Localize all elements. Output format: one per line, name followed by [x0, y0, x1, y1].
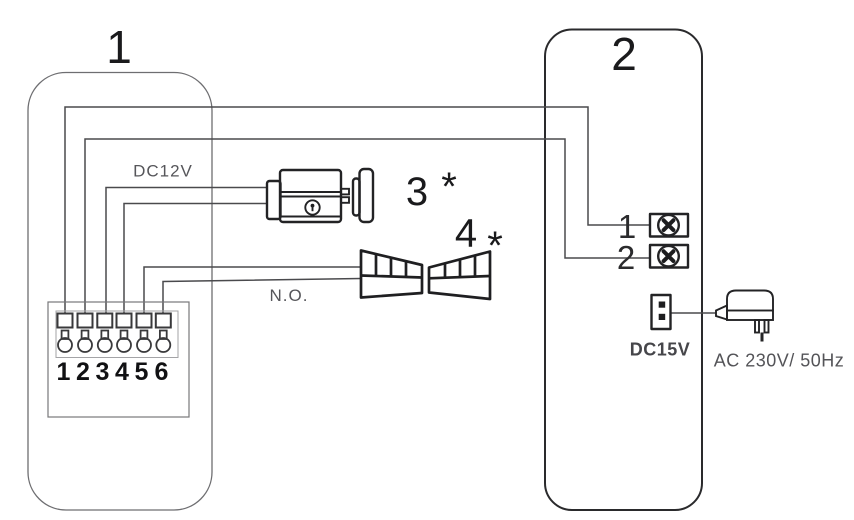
device2-door-station-outline: [544, 28, 703, 511]
terminal-clamp-4: [115, 312, 133, 329]
screw-head: [657, 213, 681, 237]
terminal-number-5: 5: [135, 358, 149, 386]
item4-asterisk: *: [487, 224, 503, 268]
gate-right-wing: [427, 250, 492, 301]
dc12v-label: DC12V: [133, 162, 193, 181]
terminal-number-2: 2: [76, 358, 90, 386]
keyhole-stem-icon: [119, 329, 129, 340]
device1-indoor-monitor-outline: [27, 71, 213, 511]
terminal-block-outline: [47, 301, 190, 418]
terminal-clamp-2: [76, 312, 94, 329]
terminal-clamps: [56, 312, 172, 329]
device1-label: 1: [106, 21, 132, 73]
terminal-strip-outline: [55, 310, 179, 358]
station-terminal2-label: 2: [617, 239, 635, 276]
terminal-clamp-6: [154, 312, 172, 329]
terminal-number-3: 3: [96, 358, 110, 386]
adapter-plug-tip: [715, 304, 728, 321]
lock-body: [278, 168, 343, 224]
adapter-prong: [754, 319, 760, 334]
keyhole-stem-icon: [60, 329, 70, 340]
keyhole-stem-icon: [158, 329, 168, 340]
dc15v-socket-icon: [650, 293, 672, 331]
keyhole-bulb-icon: [155, 337, 172, 353]
wire-terminal5-to-gate: [143, 266, 361, 313]
wire-terminal2-to-station2: [84, 138, 650, 313]
screw-cross: [661, 249, 676, 264]
terminal-clamp-3: [96, 312, 114, 329]
gate-left-wing: [359, 249, 424, 299]
terminal-numbers: 1 2 3 4 5 6: [57, 358, 169, 386]
keyhole-bulb-icon: [77, 337, 93, 353]
keyhole-stem-icon: [80, 329, 90, 340]
item3-asterisk: *: [441, 165, 457, 209]
device2-label: 2: [611, 28, 637, 80]
keyhole-bulb-icon: [136, 337, 152, 353]
ac-adapter-icon: [715, 289, 774, 342]
adapter-prong: [763, 319, 770, 334]
lock-wire-port: [265, 179, 282, 221]
wire-terminal6-to-gate: [162, 277, 362, 313]
gate-left-rail: [360, 274, 423, 279]
screw-head: [657, 244, 681, 268]
adapter-body: [726, 289, 774, 311]
keyhole-bulb-icon: [57, 337, 73, 353]
screw-cross: [661, 218, 676, 233]
terminal-number-4: 4: [115, 358, 129, 386]
lock-keyhole-icon: [304, 199, 321, 216]
wire-terminal3-to-lock: [105, 186, 268, 313]
keyhole-stem-icon: [100, 329, 110, 340]
dc-socket-pin: [658, 313, 666, 320]
electric-lock-icon: [265, 167, 375, 224]
ac-voltage-label: AC 230V/ 50Hz: [714, 351, 845, 371]
item4-number: 4: [455, 212, 477, 256]
item3-number: 3: [406, 170, 428, 214]
keyhole-bulb-icon: [96, 337, 113, 353]
station-terminal1-label: 1: [618, 208, 636, 245]
lock-bolt-tab: [340, 187, 350, 196]
station-terminal2-screw-icon: [648, 243, 690, 269]
keyhole-stem-icon: [139, 329, 149, 340]
adapter-band: [726, 309, 774, 321]
terminal-clamp-1: [56, 312, 74, 329]
dc-socket-pin: [658, 301, 666, 308]
terminal-clamp-5: [135, 312, 153, 329]
station-terminal1-screw-icon: [648, 212, 690, 238]
normally-open-label: N.O.: [270, 286, 309, 305]
terminal-number-6: 6: [155, 358, 169, 386]
wire-terminal4-to-lock: [123, 202, 268, 313]
terminal-keyholes: [57, 329, 172, 353]
wire-terminal1-to-station1: [64, 106, 650, 313]
lock-strike-plate: [358, 167, 375, 224]
gate-icon: [359, 249, 492, 301]
dc-socket-outline: [650, 293, 672, 331]
keyhole-bulb-icon: [116, 337, 132, 353]
terminal-number-1: 1: [57, 358, 71, 386]
lock-bolt-tab: [340, 196, 350, 204]
dc15v-label: DC15V: [630, 340, 691, 360]
